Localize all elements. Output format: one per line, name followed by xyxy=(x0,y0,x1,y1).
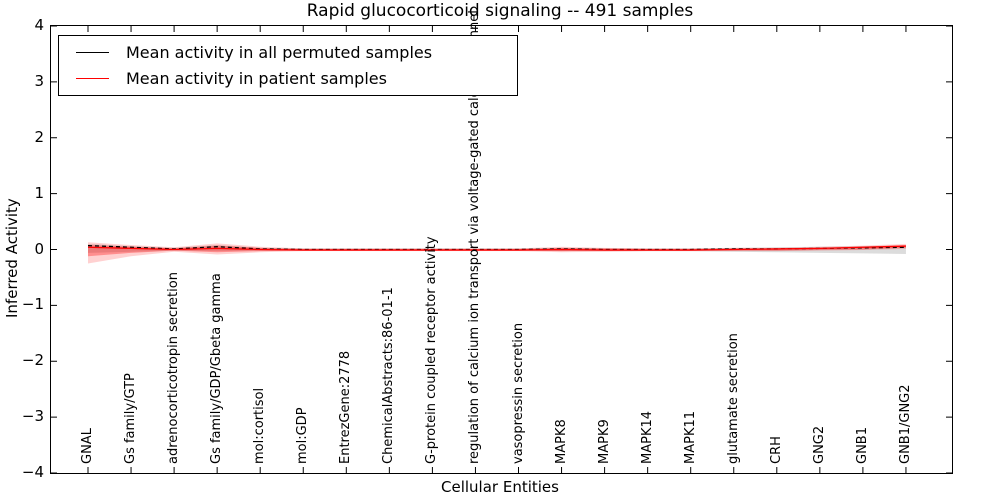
x-tick-label: GNB1 xyxy=(854,427,870,464)
x-tick-label: mol:GDP xyxy=(295,407,311,464)
y-tick-label: −3 xyxy=(21,407,44,426)
legend-item-patient: Mean activity in patient samples xyxy=(59,69,517,88)
patient-line-sample-icon xyxy=(76,78,109,79)
legend-item-label: Mean activity in patient samples xyxy=(126,69,387,88)
legend-item-label: Mean activity in all permuted samples xyxy=(126,43,433,62)
x-tick-label: vasopressin secretion xyxy=(510,322,526,464)
x-tick-label: CRH xyxy=(768,436,784,464)
y-tick-label: −1 xyxy=(21,295,44,314)
x-tick-label: G-protein coupled receptor activity xyxy=(424,236,440,464)
chart-title: Rapid glucocorticoid signaling -- 491 sa… xyxy=(306,1,694,21)
x-tick-label: ChemicalAbstracts:86-01-1 xyxy=(381,287,397,464)
patient-samples-band-outer xyxy=(88,242,906,264)
x-tick-label: MAPK9 xyxy=(596,419,612,464)
x-tick-label: adrenocorticotropin secretion xyxy=(166,272,182,464)
y-tick-label: 4 xyxy=(34,16,44,34)
x-tick-label: MAPK14 xyxy=(639,410,655,464)
chart-canvas xyxy=(51,26,952,473)
legend-item-permuted: Mean activity in all permuted samples xyxy=(59,43,517,62)
x-axis-label: Cellular Entities xyxy=(441,478,559,496)
x-tick-label: MAPK8 xyxy=(553,419,569,464)
legend: Mean activity in all permuted samples Me… xyxy=(58,35,518,96)
x-tick-label: MAPK11 xyxy=(682,410,698,464)
plot-area xyxy=(50,25,953,474)
y-tick-label: 3 xyxy=(34,71,44,90)
x-tick-label: glutamate secretion xyxy=(725,333,741,464)
patient-samples-band-inner xyxy=(88,245,906,257)
x-tick-label: GNG2 xyxy=(811,425,827,464)
permuted-line-sample-icon xyxy=(76,52,109,53)
y-tick-label: 1 xyxy=(34,183,44,202)
x-tick-label: mol:cortisol xyxy=(252,387,268,464)
x-tick-label: Gs family/GTP xyxy=(123,373,139,464)
y-tick-label: 0 xyxy=(34,239,44,258)
x-tick-label: EntrezGene:2778 xyxy=(338,350,354,464)
y-tick-label: −4 xyxy=(21,463,44,481)
y-tick-label: 2 xyxy=(34,127,44,146)
x-tick-label: GNB1/GNG2 xyxy=(897,384,913,464)
x-tick-label: Gs family/GDP/Gbeta gamma xyxy=(209,273,225,464)
y-tick-label: −2 xyxy=(21,351,44,370)
series-line-patient xyxy=(87,245,906,251)
x-tick-label: GNAL xyxy=(80,428,95,464)
